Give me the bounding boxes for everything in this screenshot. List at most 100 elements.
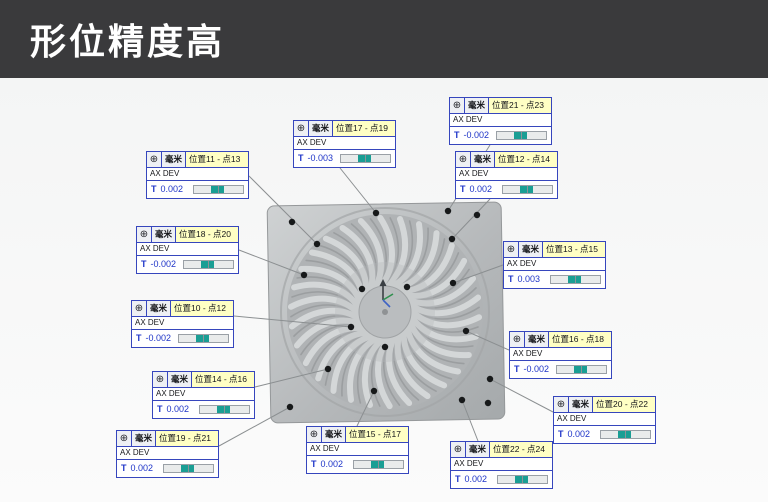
axis-dev-label: AX DEV (554, 413, 655, 426)
measurement-callout: ⊕ 毫米 位置10 - 点12 AX DEV T -0.002 (131, 300, 234, 348)
measurement-callout: ⊕ 毫米 位置14 - 点16 AX DEV T 0.002 (152, 371, 255, 419)
gdt-position-icon: ⊕ (510, 332, 525, 347)
deviation-gauge (162, 464, 214, 473)
callout-value-row: T 0.002 (554, 426, 655, 443)
measurement-callout: ⊕ 毫米 位置19 - 点21 AX DEV T 0.002 (116, 430, 219, 478)
gdt-position-icon: ⊕ (451, 442, 466, 457)
callout-value-row: T 0.002 (147, 181, 248, 198)
header-banner: 形位精度高 (0, 0, 768, 78)
callout-header: ⊕ 毫米 位置20 - 点22 (554, 397, 655, 413)
measurement-callout: ⊕ 毫米 位置16 - 点18 AX DEV T -0.002 (509, 331, 612, 379)
gauge-midline (575, 276, 577, 283)
callout-position-label: 位置20 - 点22 (593, 397, 655, 412)
callout-header: ⊕ 毫米 位置10 - 点12 (132, 301, 233, 317)
axis-dev-label: AX DEV (510, 348, 611, 361)
measurement-callout: ⊕ 毫米 位置20 - 点22 AX DEV T 0.002 (553, 396, 656, 444)
gauge-bar (568, 276, 582, 283)
callout-position-label: 位置14 - 点16 (192, 372, 254, 387)
axis-dev-label: AX DEV (450, 114, 551, 127)
deviation-value: 0.002 (130, 463, 154, 473)
callout-position-label: 位置15 - 点17 (346, 427, 408, 442)
axis-dev-label: AX DEV (137, 243, 238, 256)
measurement-callout: ⊕ 毫米 位置18 - 点20 AX DEV T -0.002 (136, 226, 239, 274)
gdt-position-icon: ⊕ (117, 431, 132, 446)
gauge-midline (581, 366, 583, 373)
axis-dev-label: AX DEV (451, 458, 552, 471)
deviation-value: 0.003 (517, 274, 541, 284)
unit-label: 毫米 (322, 427, 347, 442)
deviation-gauge (501, 185, 553, 194)
deviation-gauge (198, 405, 250, 414)
t-label: T (298, 153, 304, 163)
callout-header: ⊕ 毫米 位置19 - 点21 (117, 431, 218, 447)
gdt-position-icon: ⊕ (450, 98, 465, 113)
gauge-bar (515, 476, 529, 483)
axis-triad-icon (379, 279, 394, 308)
gdt-position-icon: ⊕ (554, 397, 569, 412)
gdt-position-icon: ⊕ (147, 152, 162, 167)
gdt-position-icon: ⊕ (153, 372, 168, 387)
gauge-bar (181, 465, 195, 472)
unit-label: 毫米 (309, 121, 334, 136)
t-label: T (558, 429, 564, 439)
impeller (287, 214, 483, 410)
deviation-gauge (182, 260, 234, 269)
callout-header: ⊕ 毫米 位置18 - 点20 (137, 227, 238, 243)
measurement-callout: ⊕ 毫米 位置12 - 点14 AX DEV T 0.002 (455, 151, 558, 199)
callout-position-label: 位置16 - 点18 (549, 332, 611, 347)
gauge-midline (365, 155, 367, 162)
callout-position-label: 位置22 - 点24 (490, 442, 552, 457)
callout-position-label: 位置21 - 点23 (489, 98, 551, 113)
deviation-value: 0.002 (166, 404, 190, 414)
unit-label: 毫米 (471, 152, 496, 167)
measurement-callout: ⊕ 毫米 位置15 - 点17 AX DEV T 0.002 (306, 426, 409, 474)
callout-value-row: T -0.002 (132, 330, 233, 347)
t-label: T (136, 333, 142, 343)
unit-label: 毫米 (152, 227, 177, 242)
deviation-value: -0.002 (523, 364, 550, 374)
t-label: T (455, 474, 461, 484)
measurement-callout: ⊕ 毫米 位置22 - 点24 AX DEV T 0.002 (450, 441, 553, 489)
callout-value-row: T 0.002 (451, 471, 552, 488)
t-label: T (508, 274, 514, 284)
deviation-gauge (352, 460, 404, 469)
deviation-value: 0.002 (464, 474, 488, 484)
deviation-value: -0.002 (463, 130, 490, 140)
t-label: T (157, 404, 163, 414)
gauge-midline (188, 465, 190, 472)
deviation-value: 0.002 (320, 459, 344, 469)
measurement-callout: ⊕ 毫米 位置11 - 点13 AX DEV T 0.002 (146, 151, 249, 199)
callout-position-label: 位置19 - 点21 (156, 431, 218, 446)
deviation-gauge (192, 185, 244, 194)
gauge-bar (217, 406, 231, 413)
t-label: T (121, 463, 127, 473)
gauge-bar (618, 431, 632, 438)
callout-position-label: 位置11 - 点13 (186, 152, 248, 167)
deviation-gauge (496, 475, 548, 484)
gauge-midline (625, 431, 627, 438)
axis-dev-label: AX DEV (294, 137, 395, 150)
measurement-points (286, 207, 494, 411)
axis-dev-label: AX DEV (504, 258, 605, 271)
unit-label: 毫米 (162, 152, 187, 167)
callout-value-row: T -0.002 (137, 256, 238, 273)
callout-header: ⊕ 毫米 位置13 - 点15 (504, 242, 605, 258)
callout-position-label: 位置17 - 点19 (333, 121, 395, 136)
callout-header: ⊕ 毫米 位置17 - 点19 (294, 121, 395, 137)
t-label: T (514, 364, 520, 374)
callout-header: ⊕ 毫米 位置21 - 点23 (450, 98, 551, 114)
page-title: 形位精度高 (30, 21, 226, 62)
gdt-position-icon: ⊕ (504, 242, 519, 257)
deviation-value: 0.002 (469, 184, 493, 194)
callout-value-row: T -0.002 (450, 127, 551, 144)
gauge-bar (196, 335, 210, 342)
t-label: T (454, 130, 460, 140)
deviation-gauge (177, 334, 229, 343)
gauge-midline (522, 476, 524, 483)
t-label: T (141, 259, 147, 269)
t-label: T (311, 459, 317, 469)
gdt-position-icon: ⊕ (137, 227, 152, 242)
part-plate (266, 201, 506, 424)
gdt-position-icon: ⊕ (456, 152, 471, 167)
